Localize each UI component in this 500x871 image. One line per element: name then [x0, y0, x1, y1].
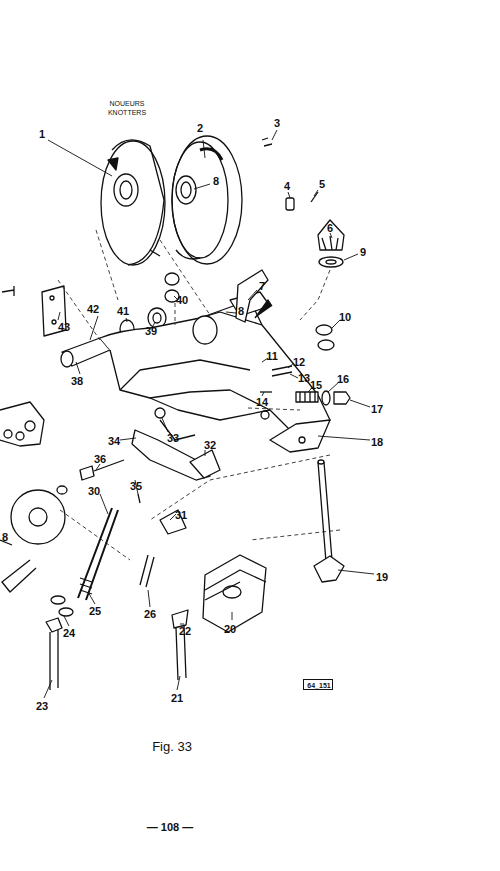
sprocket [0, 486, 67, 592]
callout-number: 5 [319, 179, 325, 190]
knotter-disc [172, 136, 242, 264]
bracket [236, 270, 268, 322]
pin-and-gear [262, 138, 344, 267]
callout-number: 13 [298, 373, 310, 384]
callout-number: 31 [175, 510, 187, 521]
heading-label: NOUEURS [109, 100, 144, 107]
callout-number: 2 [197, 123, 203, 134]
callout-number: 34 [108, 436, 120, 447]
callout-number: 15 [310, 380, 322, 391]
callout-number: 11 [266, 351, 278, 362]
callout-number: 8 [2, 532, 8, 543]
adjusting-screw [260, 366, 350, 405]
plate [0, 286, 66, 446]
callout-number: 20 [224, 624, 236, 635]
knotter-frame [61, 292, 330, 452]
callout-number: 1 [39, 129, 45, 140]
callout-number: 16 [337, 374, 349, 385]
callout-number: 17 [371, 404, 383, 415]
callout-number: 40 [176, 295, 188, 306]
heading-label: KNOTTERS [108, 109, 146, 116]
disc-cover [101, 140, 165, 265]
callout-number: 25 [89, 606, 101, 617]
callout-number: 23 [36, 701, 48, 712]
callout-number: 18 [371, 437, 383, 448]
leader-line [44, 130, 374, 698]
shaft-and-cams [78, 430, 220, 600]
callout-number: 9 [360, 247, 366, 258]
callout-number: 22 [179, 626, 191, 637]
callout-number: 8 [238, 306, 244, 317]
callout-number: 24 [63, 628, 75, 639]
callout-number: 21 [171, 693, 183, 704]
figure-caption: Fig. 33 [152, 740, 192, 753]
callout-number: 33 [167, 433, 179, 444]
callout-number: 43 [58, 322, 70, 333]
callout-number: 41 [117, 306, 129, 317]
assembly-line [58, 230, 340, 560]
callout-number: 4 [284, 181, 290, 192]
figure-code-box: 64_151 [303, 679, 332, 690]
callout-number: 38 [71, 376, 83, 387]
callout-number: 36 [94, 454, 106, 465]
callout-number: 19 [376, 572, 388, 583]
callout-number: 30 [88, 486, 100, 497]
callout-number: 7 [259, 281, 265, 292]
callout-number: 42 [87, 304, 99, 315]
callout-number: 8 [213, 176, 219, 187]
callout-number: 32 [204, 440, 216, 451]
callout-number: 3 [274, 118, 280, 129]
spring-and-bolt [46, 578, 92, 690]
double-sprocket [172, 555, 266, 680]
callout-number: 6 [327, 223, 333, 234]
figure-code: 64_151 [307, 682, 328, 689]
callout-number: 26 [144, 609, 156, 620]
callout-number: 35 [130, 481, 142, 492]
callout-number: 10 [339, 312, 351, 323]
knife-shaft [314, 460, 344, 582]
callout-number: 39 [145, 326, 157, 337]
callout-number: 14 [256, 397, 268, 408]
callout-number: 12 [293, 357, 305, 368]
callout-number: — 108 — [147, 822, 193, 833]
